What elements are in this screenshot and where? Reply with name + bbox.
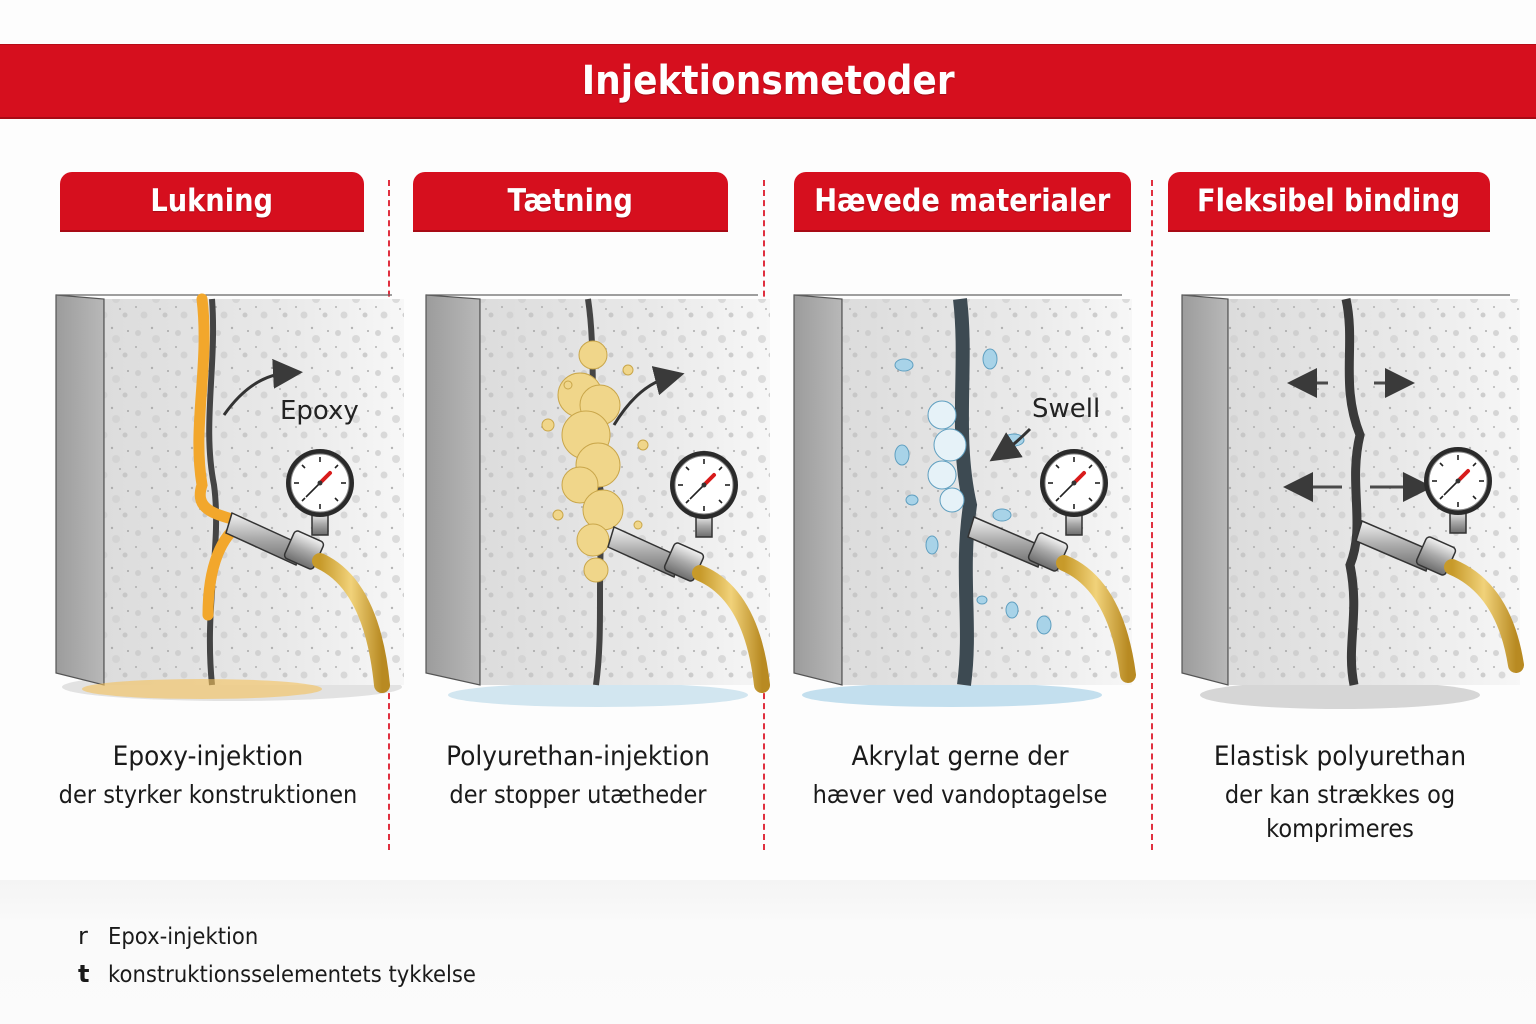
legend-text: Epox-injektion: [108, 924, 259, 950]
caption-title: Polyurethan-injektion: [446, 741, 710, 772]
crack-icon: [1341, 298, 1365, 686]
illustration-acrylate-injection: Swell: [782, 285, 1142, 715]
tab-lukning: Lukning: [60, 172, 364, 232]
hose-icon: [1056, 555, 1136, 683]
concrete-block-icon: [793, 294, 1132, 707]
hose-icon: [312, 553, 390, 693]
illustration-polyurethane-injection: [418, 285, 778, 715]
double-arrow-icon: [1283, 368, 1433, 502]
tab-label: Lukning: [150, 183, 274, 219]
arrow-icon: [222, 358, 303, 416]
caption-text: hæver ved vandoptagelse: [812, 780, 1108, 809]
legend-item: r Epox-injektion: [78, 922, 271, 950]
tab-label: Fleksibel binding: [1197, 183, 1461, 219]
tab-haevede-materialer: Hævede materialer: [794, 172, 1131, 232]
arrow-icon: [612, 366, 685, 426]
caption-flexible: Elastisk polyurethan der kan strækkes og…: [1162, 738, 1518, 845]
caption-title: Epoxy-injektion: [112, 741, 304, 772]
hose-icon: [1444, 559, 1524, 673]
annotation-label: Epoxy: [280, 396, 359, 426]
caption-text: der kan strækkes og: [1224, 780, 1456, 809]
tab-label: Tætning: [507, 183, 634, 219]
legend-symbol: r: [78, 922, 88, 950]
title-banner: Injektionsmetoder: [0, 44, 1536, 119]
crack-icon: [953, 298, 978, 686]
concrete-block-icon: [55, 294, 404, 701]
legend-item: t konstruktionsselementets tykkelse: [78, 960, 508, 988]
hose-icon: [692, 565, 770, 693]
legend-text: konstruktionsselementets tykkelse: [108, 962, 476, 988]
tab-fleksibel-binding: Fleksibel binding: [1168, 172, 1490, 232]
epoxy-fill-icon: [193, 293, 254, 621]
caption-text-cont: komprimeres: [1266, 814, 1414, 843]
tab-taetning: Tætning: [413, 172, 728, 232]
tab-label: Hævede materialer: [814, 183, 1111, 219]
caption-title: Akrylat gerne der: [851, 741, 1069, 772]
legend-symbol: t: [78, 960, 90, 988]
foam-bubbles-icon: [541, 340, 649, 583]
caption-title: Elastisk polyurethan: [1213, 741, 1467, 772]
arrow-icon: [989, 427, 1032, 462]
caption-text: der stopper utætheder: [449, 780, 707, 809]
caption-acrylate: Akrylat gerne der hæver ved vandoptagels…: [782, 738, 1138, 813]
illustration-epoxy-injection: Epoxy: [52, 285, 412, 715]
page-title: Injektionsmetoder: [581, 58, 955, 104]
caption-polyurethane: Polyurethan-injektion der stopper utæthe…: [400, 738, 756, 813]
illustration-flexible-binding: [1170, 285, 1530, 715]
annotation-label: Swell: [1032, 394, 1100, 424]
legend: r Epox-injektion t konstruktionsselement…: [0, 880, 1536, 1024]
caption-epoxy: Epoxy-injektion der styrker konstruktion…: [30, 738, 386, 813]
column-divider: [1151, 180, 1153, 850]
caption-text: der styrker konstruktionen: [58, 780, 358, 809]
